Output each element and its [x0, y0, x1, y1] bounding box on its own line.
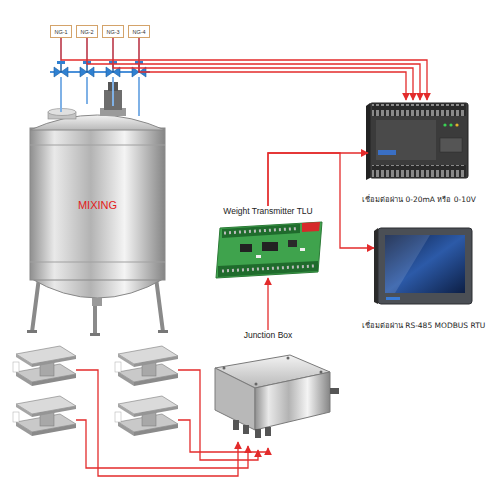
hmi-illustration	[378, 228, 472, 304]
signal-arrow	[268, 153, 368, 206]
plc-illustration	[440, 138, 462, 152]
weight-transmitter-board	[218, 261, 318, 277]
signal-arrow	[61, 38, 427, 100]
valve-tag-box: NG-3	[102, 25, 124, 38]
junction-box-illustration	[223, 367, 226, 370]
plc-illustration	[376, 120, 436, 160]
weight-transmitter-board	[262, 242, 278, 251]
weight-transmitter-board	[288, 240, 297, 247]
load-cell-wire	[178, 420, 268, 452]
junction-box-illustration	[243, 425, 249, 434]
plc-illustration	[449, 123, 452, 126]
device-heading: Weight Transmitter TLU	[212, 206, 324, 216]
mixing-tank-illustration	[30, 278, 165, 298]
tank-label: MIXING	[78, 199, 117, 211]
valve-tag-box: NG-1	[50, 25, 72, 38]
plc-illustration	[370, 103, 468, 178]
weight-transmitter-board	[300, 248, 305, 251]
junction-box-illustration	[215, 355, 339, 438]
hmi-illustration	[374, 228, 472, 304]
signal-arrow	[268, 153, 374, 248]
mixing-tank-illustration	[27, 330, 37, 333]
weight-transmitter-board	[256, 255, 261, 258]
hmi-illustration	[386, 297, 400, 300]
signal-arrow	[113, 38, 413, 100]
weight-transmitter-board	[216, 222, 322, 278]
butterfly-valve-symbol	[57, 61, 65, 64]
valve-tag-label: NG-1	[54, 29, 67, 35]
mixing-tank-illustration	[27, 82, 168, 336]
load-cell-wire	[76, 370, 268, 476]
weight-transmitter-board	[222, 224, 300, 238]
junction-box-illustration	[320, 371, 323, 374]
hmi-illustration	[374, 228, 378, 304]
valve-piping	[61, 38, 139, 62]
load-cell-illustration	[13, 346, 76, 386]
mixing-tank-illustration	[90, 333, 100, 336]
junction-box-illustration	[330, 388, 339, 394]
hmi-panel: เชื่อมต่อผ่าน RS-485 MODBUS RTU	[374, 226, 473, 306]
valve-tag-box: NG-2	[76, 25, 98, 38]
signal-arrow	[139, 38, 406, 100]
plc-illustration	[366, 103, 468, 180]
mixing-tank-illustration	[30, 262, 165, 263]
junction-box: Junction Box	[204, 330, 332, 442]
junction-box-illustration	[255, 383, 258, 386]
plc-unit: เชื่อมต่อผ่าน 0-20mA หรือ 0-10V	[368, 100, 470, 180]
valve-tag-label: NG-3	[106, 29, 119, 35]
junction-box-illustration	[215, 368, 255, 430]
weight-transmitter-board	[216, 222, 322, 278]
signal-arrow	[267, 278, 268, 330]
valve-piping	[50, 38, 150, 116]
connector-layer	[61, 38, 427, 330]
weight-transmitter-board	[222, 266, 314, 271]
weight-transmitter-board	[224, 229, 298, 234]
load-cell-illustration	[13, 396, 76, 436]
connection-caption: เชื่อมต่อผ่าน RS-485 MODBUS RTU	[362, 319, 485, 331]
weight-transmitter-board	[302, 222, 320, 232]
plc-illustration	[372, 104, 466, 116]
butterfly-valve-symbol	[86, 64, 88, 72]
weight-transmitter: Weight Transmitter TLU	[212, 206, 324, 278]
connection-caption: เชื่อมต่อผ่าน 0-20mA หรือ 0-10V	[362, 193, 476, 205]
plc-illustration	[366, 103, 370, 180]
plc-illustration	[372, 165, 466, 177]
hmi-illustration	[385, 235, 430, 293]
junction-box-illustration	[265, 427, 271, 436]
valve-tag-box: NG-4	[128, 25, 150, 38]
mixing-tank: MIXING	[30, 130, 165, 280]
mixing-tank-illustration	[158, 330, 168, 333]
plc-illustration	[443, 123, 446, 126]
plc-illustration	[378, 150, 396, 155]
device-heading: Junction Box	[204, 330, 332, 340]
valve-piping	[61, 77, 139, 116]
load-cell-illustration	[115, 346, 178, 386]
butterfly-valve-symbol	[60, 64, 62, 72]
plc-illustration	[372, 165, 466, 177]
mixing-tank-illustration	[30, 145, 165, 146]
weight-transmitter-board	[240, 244, 252, 252]
plc-illustration	[372, 104, 466, 116]
junction-box-illustration	[255, 429, 261, 438]
junction-box-illustration	[287, 357, 290, 360]
junction-box-illustration	[255, 372, 330, 430]
load-cell-illustration	[115, 396, 178, 436]
plc-illustration	[455, 123, 458, 126]
load-cell-illustration	[13, 346, 178, 436]
hmi-illustration	[385, 235, 465, 293]
load-cell-wire	[76, 420, 248, 468]
mixing-tank-illustration	[30, 128, 165, 280]
signal-arrow	[87, 38, 420, 100]
valve-tag-label: NG-4	[132, 29, 145, 35]
mixing-tank-illustration	[92, 298, 102, 306]
valve-tag-label: NG-2	[80, 29, 93, 35]
junction-box-illustration	[233, 420, 239, 430]
